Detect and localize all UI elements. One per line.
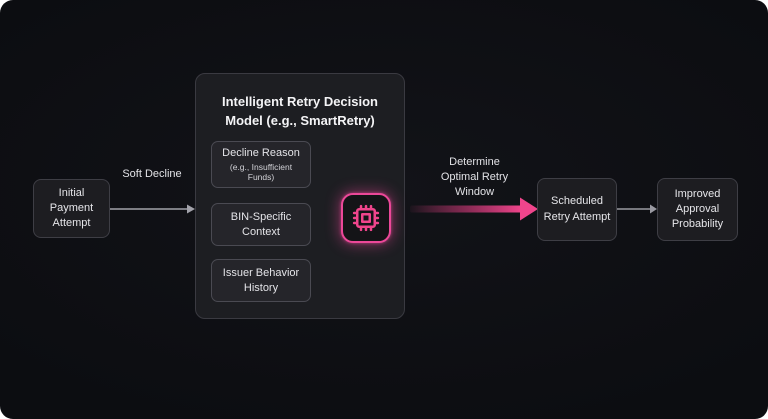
edge-label-determine-optimal-retry-window: Determine Optimal Retry Window bbox=[440, 156, 509, 198]
cpu-chip-icon bbox=[341, 193, 391, 243]
node-improved-approval-probability: Improved Approval Probability bbox=[657, 178, 738, 241]
node-initial-payment-attempt: Initial Payment Attempt bbox=[33, 179, 110, 238]
edge-label-soft-decline: Soft Decline bbox=[122, 168, 182, 180]
input-box-issuer-behavior-history-label: Issuer Behavior History bbox=[222, 267, 300, 294]
input-box-decline-reason-label: Decline Reason bbox=[222, 147, 300, 160]
input-box-bin-specific-context: BIN-Specific Context bbox=[211, 203, 311, 246]
input-box-bin-specific-context-label: BIN-Specific Context bbox=[230, 211, 292, 238]
input-box-issuer-behavior-history: Issuer Behavior History bbox=[211, 259, 311, 302]
input-box-decline-reason: Decline Reason (e.g., Insufficient Funds… bbox=[211, 141, 311, 188]
edge-model-to-scheduled-pink-arrow bbox=[410, 197, 538, 221]
model-title: Intelligent Retry Decision Model (e.g., … bbox=[221, 94, 379, 128]
node-scheduled-retry-attempt-label: Scheduled Retry Attempt bbox=[543, 195, 611, 223]
node-improved-approval-probability-label: Improved Approval Probability bbox=[671, 187, 724, 231]
input-box-decline-reason-sublabel: (e.g., Insufficient Funds) bbox=[229, 161, 293, 183]
node-initial-payment-attempt-label: Initial Payment Attempt bbox=[49, 186, 94, 230]
model-container: Intelligent Retry Decision Model (e.g., … bbox=[195, 73, 405, 319]
node-scheduled-retry-attempt: Scheduled Retry Attempt bbox=[537, 178, 617, 241]
edge-scheduled-to-improved bbox=[617, 204, 657, 214]
edge-initial-to-model bbox=[110, 204, 195, 214]
